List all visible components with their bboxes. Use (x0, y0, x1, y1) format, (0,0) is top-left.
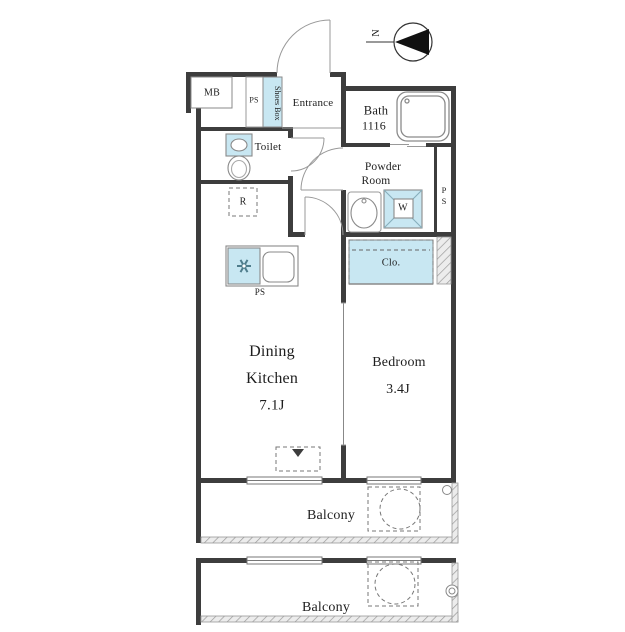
toilet-label: Toilet (254, 141, 282, 153)
closet-label: Clo. (381, 257, 401, 269)
bedroom-label: Bedroom (372, 355, 426, 370)
walls (186, 72, 456, 625)
drain-icon (442, 485, 452, 495)
evacuation-hatch-icon (367, 486, 421, 532)
north-arrow-needle (395, 29, 429, 55)
shoes-box-label: Shoes Box (273, 85, 282, 121)
door-swings (276, 19, 426, 446)
closet-side-shaft (436, 236, 452, 285)
toilet-door-arc (290, 137, 325, 172)
balcony-lower (200, 561, 459, 623)
north-label: N (371, 29, 382, 36)
refrigerator-label: R (239, 196, 247, 208)
evacuation-hatch-icon (367, 561, 419, 607)
washing-machine-icon (383, 189, 423, 229)
powder-ps-label: PS (439, 185, 449, 207)
bath-size-label: 1116 (362, 118, 386, 133)
powder-room-label-line1: Powder (364, 161, 402, 173)
north-arrow: N (366, 22, 433, 62)
powder-room-label-line2: Room (361, 175, 391, 187)
dk-door-arc (304, 196, 344, 236)
dining-kitchen-size-label: 7.1J (259, 397, 285, 414)
dining-kitchen-label-line1: Dining (249, 343, 295, 360)
meter-box-label: MB (204, 87, 220, 99)
entrance-ps-label: PS (249, 95, 259, 105)
balcony-lower-label: Balcony (301, 600, 351, 615)
dining-kitchen-label-line2: Kitchen (245, 370, 299, 387)
toilet-icon (225, 133, 253, 181)
meter-box (190, 76, 233, 109)
windows (246, 476, 422, 565)
stove-burner-icon (237, 259, 251, 273)
drain-icon (445, 584, 459, 598)
dk-marker (275, 446, 321, 472)
refrigerator-space (228, 187, 258, 217)
vanity-sink-icon (347, 191, 382, 233)
entrance-label: Entrance (292, 97, 334, 109)
balcony-upper (200, 482, 459, 544)
washer-label: W (398, 202, 408, 214)
bedroom-size-label: 3.4J (386, 382, 410, 397)
kitchen-sink-icon (262, 251, 295, 283)
entrance-door-arc (276, 19, 331, 74)
bath-label: Bath (363, 103, 389, 118)
bathtub-icon (396, 91, 450, 142)
kitchen-ps-label: PS (254, 287, 266, 297)
shoes-box (262, 76, 283, 128)
north-arrow-circle (393, 22, 433, 62)
balcony-upper-label: Balcony (306, 508, 356, 523)
closet (348, 236, 452, 285)
powder-door-arc (300, 147, 344, 191)
kitchen-counter (225, 245, 299, 287)
